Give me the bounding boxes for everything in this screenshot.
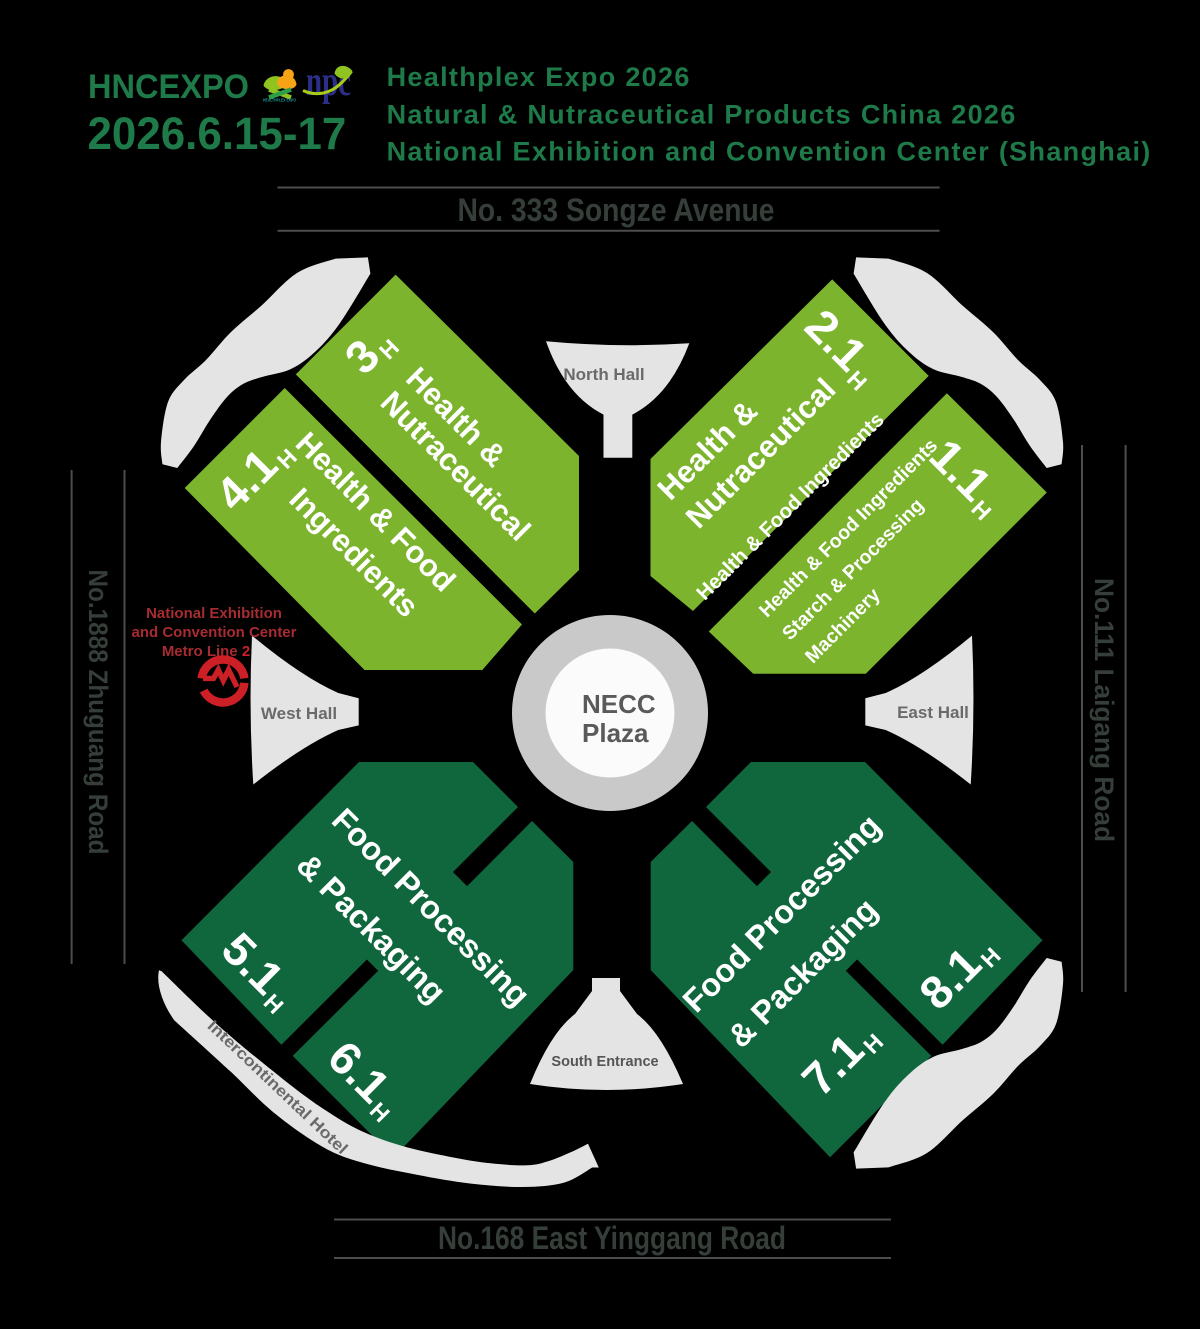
svg-text:West Hall: West Hall bbox=[261, 704, 337, 723]
svg-text:Metro Line 2: Metro Line 2 bbox=[162, 643, 250, 660]
svg-text:No. 333 Songze Avenue: No. 333 Songze Avenue bbox=[458, 192, 775, 228]
svg-text:and Convention Center: and Convention Center bbox=[131, 624, 296, 641]
svg-text:No.111 Laigang Road: No.111 Laigang Road bbox=[1089, 578, 1119, 842]
svg-text:No.168 East Yinggang Road: No.168 East Yinggang Road bbox=[438, 1220, 786, 1256]
svg-text:Healthplex Expo 2026: Healthplex Expo 2026 bbox=[387, 62, 690, 92]
svg-text:NECC: NECC bbox=[582, 689, 656, 719]
svg-text:North Hall: North Hall bbox=[563, 365, 644, 384]
svg-text:Plaza: Plaza bbox=[582, 718, 649, 748]
svg-text:South Entrance: South Entrance bbox=[551, 1054, 658, 1070]
svg-text:National Exhibition: National Exhibition bbox=[146, 605, 282, 622]
svg-text:No.1888 Zhuguang Road: No.1888 Zhuguang Road bbox=[83, 570, 113, 855]
svg-text:HNCEXPO: HNCEXPO bbox=[88, 68, 249, 106]
svg-text:HEALTHPLEX EXPO: HEALTHPLEX EXPO bbox=[263, 98, 296, 103]
svg-text:Natural & Nutraceutical Produc: Natural & Nutraceutical Products China 2… bbox=[387, 100, 1016, 130]
svg-text:National Exhibition and Conven: National Exhibition and Convention Cente… bbox=[387, 137, 1151, 167]
svg-text:East Hall: East Hall bbox=[897, 703, 969, 722]
svg-text:2026.6.15-17: 2026.6.15-17 bbox=[88, 108, 347, 159]
